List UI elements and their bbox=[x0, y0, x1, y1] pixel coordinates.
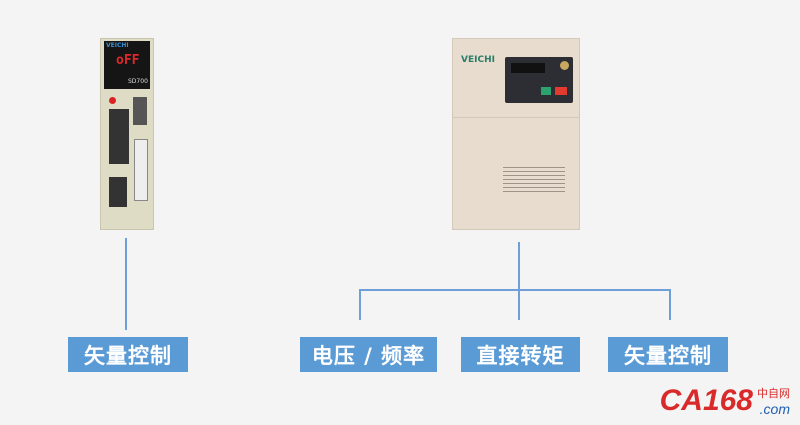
watermark-side: 中自网 .com bbox=[757, 388, 790, 417]
label-vector-control-servo: 矢量控制 bbox=[68, 337, 188, 372]
connector-line bbox=[359, 289, 671, 291]
divider bbox=[453, 117, 579, 118]
inverter-keypad bbox=[505, 57, 573, 103]
servo-brand: VEICHI bbox=[106, 42, 129, 49]
servo-drive-image: VEICHI oFF SD700 bbox=[100, 38, 154, 230]
servo-led bbox=[109, 97, 116, 104]
watermark-main: CA168 bbox=[659, 384, 753, 417]
label-vector-control: 矢量控制 bbox=[608, 337, 728, 372]
connector-line bbox=[669, 289, 671, 320]
servo-connector bbox=[109, 109, 129, 164]
inverter-brand: VEICHI bbox=[461, 55, 495, 65]
inverter-image: VEICHI bbox=[452, 38, 580, 230]
servo-model: SD700 bbox=[128, 78, 148, 85]
servo-slot bbox=[134, 139, 148, 201]
inverter-display bbox=[511, 63, 545, 73]
connector-line bbox=[125, 238, 127, 330]
servo-display-panel: VEICHI oFF SD700 bbox=[104, 41, 150, 89]
stop-button bbox=[555, 87, 567, 95]
servo-port bbox=[133, 97, 147, 125]
connector-line bbox=[518, 242, 520, 320]
warning-label bbox=[503, 164, 565, 194]
label-vf-control: 电压 / 频率 bbox=[300, 337, 437, 372]
connector-line bbox=[359, 289, 361, 320]
knob-icon bbox=[560, 61, 569, 70]
watermark-cn: 中自网 bbox=[757, 388, 790, 400]
run-button bbox=[541, 87, 551, 95]
servo-connector bbox=[109, 177, 127, 207]
label-direct-torque: 直接转矩 bbox=[461, 337, 580, 372]
watermark-domain: .com bbox=[759, 401, 790, 417]
servo-display: oFF bbox=[116, 53, 140, 68]
ca168-watermark-logo: CA168 中自网 .com bbox=[659, 384, 790, 418]
